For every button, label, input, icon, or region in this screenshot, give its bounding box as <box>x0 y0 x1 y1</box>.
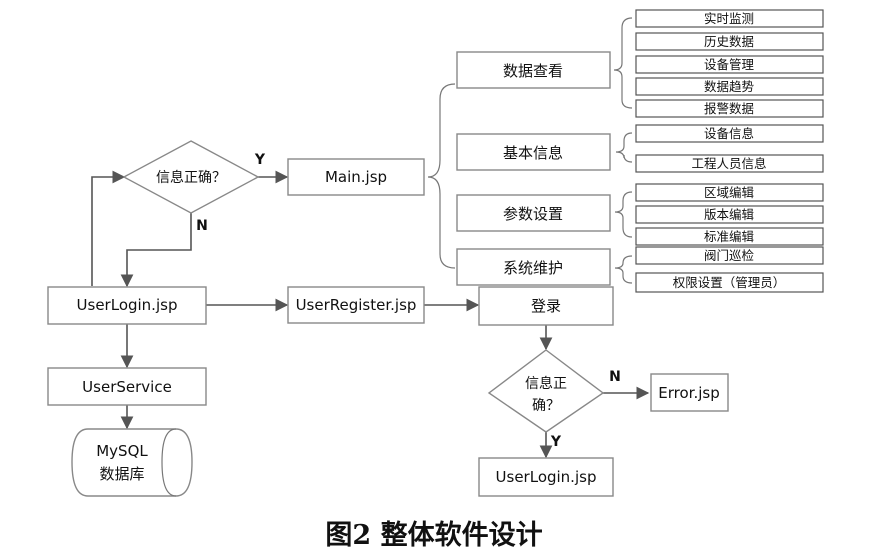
figure-caption: 图2 整体软件设计 <box>325 520 542 551</box>
node-login: 登录 <box>478 286 614 326</box>
subitem-label: 数据趋势 <box>704 79 755 94</box>
subitems-system-maintenance: 阀门巡检 权限设置（管理员） <box>635 246 824 293</box>
category-data-view-label: 数据查看 <box>503 62 563 80</box>
node-mysql-database: MySQL 数据库 <box>71 428 193 497</box>
subitem-data-trend: 数据趋势 <box>635 77 824 96</box>
node-userservice-label: UserService <box>82 378 172 396</box>
subitem-region-edit: 区域编辑 <box>635 183 824 202</box>
decision-info-correct-bottom: 信息正 确？ <box>487 349 605 433</box>
subitem-standard-edit: 标准编辑 <box>635 227 824 246</box>
subitem-permission-settings: 权限设置（管理员） <box>635 272 824 293</box>
node-userlogin-label: UserLogin.jsp <box>77 296 178 314</box>
decision-bottom-label-line2: 确？ <box>532 398 560 414</box>
subitem-label: 版本编辑 <box>704 207 754 222</box>
subitem-label: 阀门巡检 <box>704 248 755 263</box>
node-login-label: 登录 <box>531 297 561 315</box>
node-error-jsp: Error.jsp <box>650 373 729 412</box>
subitem-device-info: 设备信息 <box>635 124 824 143</box>
category-param-settings: 参数设置 <box>456 194 611 232</box>
decision-top-label: 信息正确？ <box>156 169 226 186</box>
brace-main <box>427 83 456 269</box>
subitem-label: 实时监测 <box>704 11 754 26</box>
subitem-label: 权限设置（管理员） <box>673 275 786 290</box>
node-userlogin-bottom-label: UserLogin.jsp <box>496 468 597 486</box>
braces <box>427 17 633 284</box>
node-userlogin-jsp: UserLogin.jsp <box>47 286 207 325</box>
connectors <box>91 170 650 459</box>
node-userregister-jsp: UserRegister.jsp <box>287 286 425 324</box>
edge-label-top-yes: Y <box>254 152 266 168</box>
cylinder-end-arc <box>161 428 177 497</box>
subitems-data-view: 实时监测 历史数据 设备管理 数据趋势 报警数据 <box>635 9 824 118</box>
edge-userlogin-to-decision <box>91 170 126 286</box>
brace-param <box>614 191 633 238</box>
category-basic-info-label: 基本信息 <box>503 144 563 162</box>
subitem-label: 设备管理 <box>704 57 755 72</box>
edge-no-to-userlogin <box>120 213 192 288</box>
node-userservice: UserService <box>47 367 207 406</box>
subitem-label: 报警数据 <box>704 101 754 116</box>
node-userregister-label: UserRegister.jsp <box>296 296 417 314</box>
edge-label-top-no: N <box>196 218 208 234</box>
subitem-label: 工程人员信息 <box>691 156 766 171</box>
subitem-label: 标准编辑 <box>704 229 754 244</box>
edge-label-bottom-no: N <box>609 369 621 385</box>
subitem-label: 历史数据 <box>704 34 754 49</box>
category-data-view: 数据查看 <box>456 51 611 89</box>
subitems-basic-info: 设备信息 工程人员信息 <box>635 124 824 173</box>
category-system-maintenance: 系统维护 <box>456 248 611 286</box>
edge-label-bottom-yes: Y <box>550 434 562 450</box>
node-userlogin-jsp-bottom: UserLogin.jsp <box>478 457 614 497</box>
decision-info-correct-top: 信息正确？ <box>122 140 260 214</box>
brace-data-view <box>613 17 633 109</box>
subitem-history-data: 历史数据 <box>635 32 824 51</box>
brace-basic-info <box>615 132 633 163</box>
node-main-jsp: Main.jsp <box>287 158 425 196</box>
subitems-param-settings: 区域编辑 版本编辑 标准编辑 <box>635 183 824 246</box>
db-label-line2: 数据库 <box>99 465 144 483</box>
node-main-label: Main.jsp <box>325 168 387 186</box>
subitem-valve-inspection: 阀门巡检 <box>635 246 824 265</box>
brace-maint <box>614 255 633 284</box>
decision-bottom-label-line1: 信息正 <box>525 375 567 392</box>
subitem-realtime-monitor: 实时监测 <box>635 9 824 28</box>
category-param-settings-label: 参数设置 <box>503 205 563 223</box>
subitem-device-management: 设备管理 <box>635 55 824 74</box>
subitem-label: 区域编辑 <box>704 185 754 200</box>
subitem-engineer-info: 工程人员信息 <box>635 154 824 173</box>
db-label-line1: MySQL <box>96 442 148 460</box>
subitem-label: 设备信息 <box>704 126 754 141</box>
subitem-alarm-data: 报警数据 <box>635 99 824 118</box>
subitem-version-edit: 版本编辑 <box>635 205 824 224</box>
category-basic-info: 基本信息 <box>456 133 611 171</box>
node-error-label: Error.jsp <box>658 384 719 402</box>
category-system-maintenance-label: 系统维护 <box>503 259 563 277</box>
